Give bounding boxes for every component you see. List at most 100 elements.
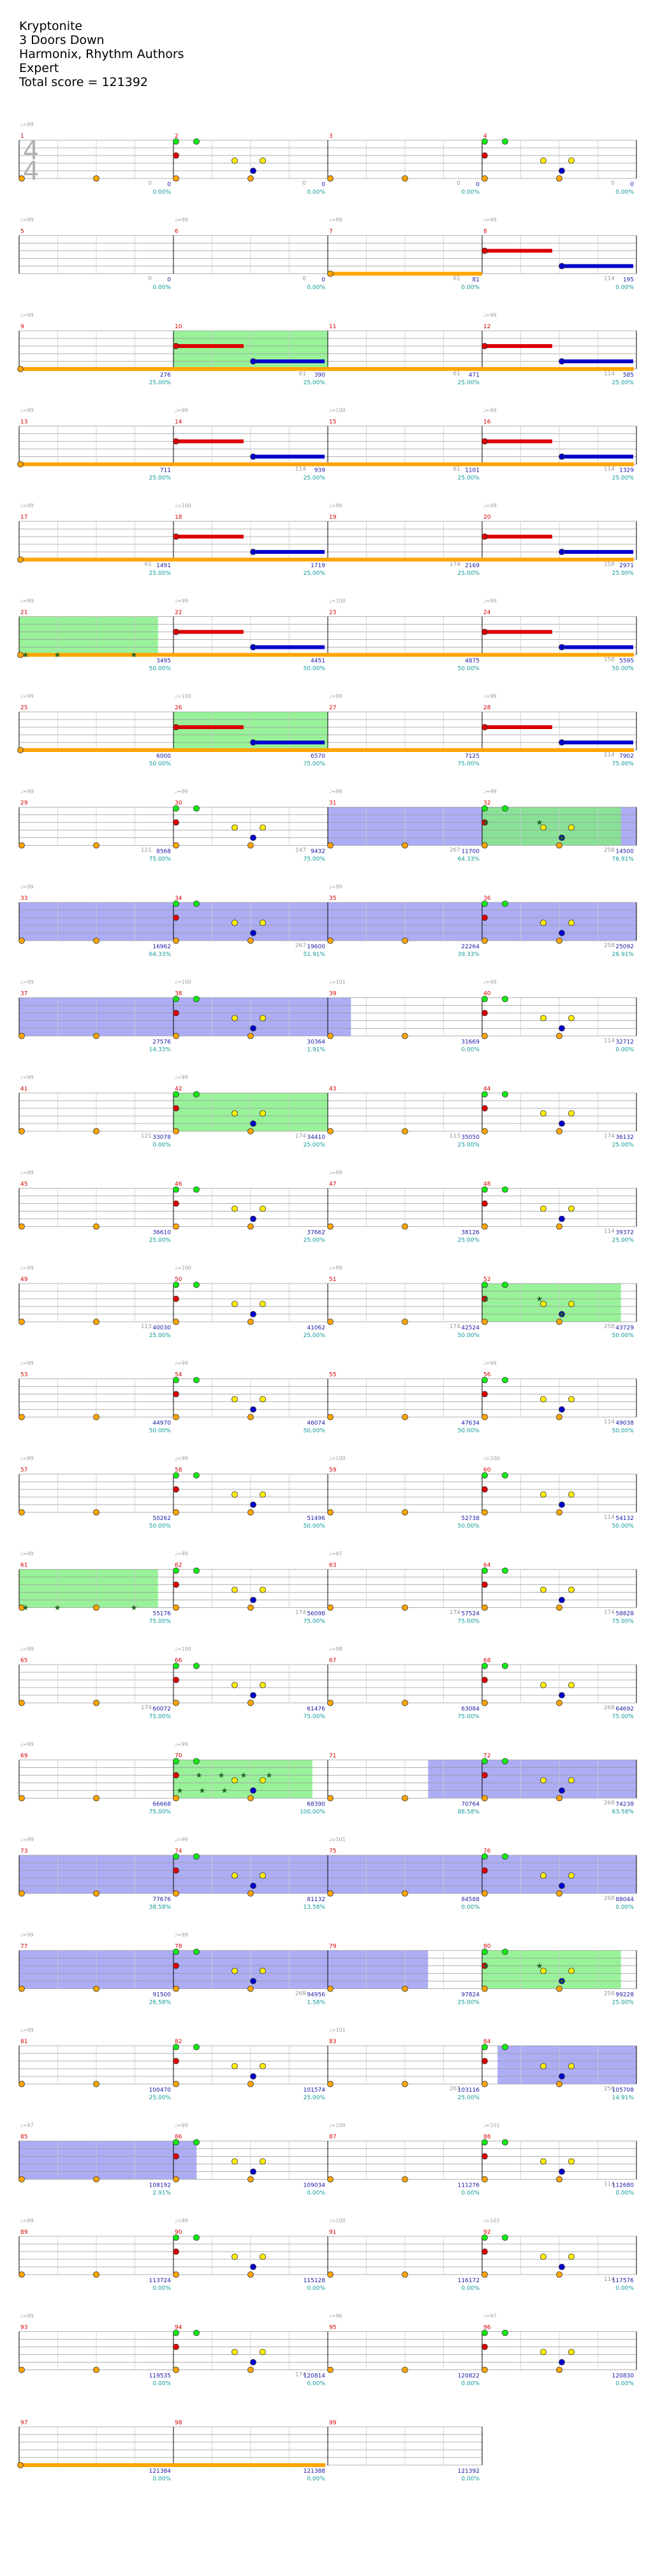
note-green [173, 1758, 179, 1765]
note-orange [556, 1890, 562, 1897]
note-green [502, 2044, 508, 2050]
overdrive-percent: 0.00% [615, 189, 634, 196]
note-orange [556, 1985, 562, 1992]
note-blue [250, 2264, 256, 2270]
streak-count: 258 [604, 2086, 615, 2092]
measure-score: 33078 [152, 1134, 171, 1141]
measure-number: 93 [20, 2325, 27, 2331]
note-yellow [231, 2063, 238, 2069]
measure-score: 66668 [152, 1802, 171, 1808]
measure-number: 64 [483, 1563, 491, 1569]
note-green [173, 1377, 179, 1384]
note-yellow [231, 824, 238, 831]
note-yellow [231, 1396, 238, 1403]
note-blue [250, 1025, 256, 1032]
measure-score: 9432 [311, 849, 325, 855]
tempo-marker: ♩=99 [329, 789, 342, 795]
note-green [193, 1663, 200, 1669]
note-orange [93, 937, 99, 944]
overdrive-percent: 50.00% [149, 761, 172, 767]
note-yellow [540, 1586, 547, 1593]
overdrive-phrase [482, 807, 621, 846]
note-orange [556, 1795, 562, 1802]
note-yellow [231, 1301, 238, 1307]
measure-score: 50262 [152, 1516, 171, 1522]
note-orange [18, 2176, 25, 2183]
solo-section [19, 997, 351, 1036]
note-orange [327, 1128, 334, 1134]
note-green [502, 995, 508, 1002]
note-orange [481, 1890, 488, 1897]
note-yellow [260, 2158, 266, 2165]
overdrive-percent: 75.00% [149, 1809, 172, 1816]
note-yellow [260, 1301, 266, 1307]
sustain-blue [562, 359, 633, 363]
sustain-blue [562, 454, 633, 459]
note-yellow [568, 2348, 575, 2355]
measure-number: 71 [329, 1753, 336, 1760]
note-orange [173, 1414, 179, 1421]
song-header: Kryptonite 3 Doors Down Harmonix, Rhythm… [19, 19, 184, 89]
streak-count: 114 [604, 276, 615, 282]
note-orange [247, 1032, 254, 1039]
note-green [481, 2329, 488, 2336]
note-orange [327, 270, 334, 277]
note-red [173, 1581, 179, 1588]
tempo-marker: ♩=99 [175, 217, 188, 223]
measure-score: 19600 [307, 944, 325, 950]
measure-score: 40030 [152, 1325, 171, 1331]
tempo-marker: ♩=99 [175, 1361, 188, 1366]
note-yellow [568, 1491, 575, 1498]
note-yellow [260, 1777, 266, 1784]
measure-number: 69 [20, 1753, 28, 1760]
measure-number: 31 [329, 800, 336, 807]
note-orange [481, 2366, 488, 2373]
note-orange [402, 2271, 408, 2278]
measure-number: 19 [329, 514, 337, 521]
note-yellow [540, 1682, 547, 1688]
measure-number: 45 [20, 1182, 27, 1188]
overdrive-percent: 25.00% [612, 380, 635, 386]
note-orange [402, 1604, 408, 1611]
overdrive-percent: 50.00% [304, 666, 326, 672]
note-orange [18, 2271, 25, 2278]
note-red [173, 2058, 179, 2064]
measure-score: 11700 [461, 849, 480, 855]
star-note: ★ [536, 1962, 543, 1971]
measure-number: 68 [483, 1658, 491, 1664]
tempo-marker: ♩=97 [20, 2123, 34, 2129]
overdrive-percent: 25.00% [149, 2095, 172, 2101]
tempo-marker: ♩=99 [175, 1837, 188, 1842]
overdrive-percent: 25.00% [304, 2095, 326, 2101]
star-note: ★ [240, 1771, 247, 1780]
measure-score: 31669 [461, 1039, 480, 1046]
tempo-marker: ♩=99 [175, 789, 188, 795]
measure-number: 84 [483, 2039, 491, 2045]
note-yellow [231, 157, 238, 164]
note-orange [247, 175, 254, 182]
note-green [502, 2139, 508, 2146]
note-yellow [231, 1967, 238, 1974]
note-green [502, 1186, 508, 1193]
streak-count: 61 [453, 276, 460, 282]
measure-number: 56 [483, 1372, 491, 1378]
note-yellow [231, 1491, 238, 1498]
measure-score: 4451 [311, 658, 325, 665]
measure-number: 43 [329, 1086, 336, 1092]
overdrive-percent: 0.00% [307, 2285, 325, 2292]
note-orange [402, 1414, 408, 1421]
sustain-red [176, 725, 244, 729]
measure-score: 0 [630, 182, 634, 188]
overdrive-percent: 1.58% [307, 2000, 325, 2006]
note-orange [481, 1700, 488, 1706]
measure-number: 50 [175, 1277, 182, 1283]
note-red [481, 2248, 488, 2255]
overdrive-percent: 0.00% [461, 2381, 480, 2387]
overdrive-phrase [482, 1950, 621, 1989]
overdrive-percent: 75.00% [612, 1714, 635, 1720]
tempo-marker: ♩=99 [20, 1551, 34, 1557]
star-note: ★ [54, 651, 61, 660]
note-yellow [260, 1491, 266, 1498]
star-note: ★ [536, 1294, 543, 1303]
measure-number: 6 [175, 229, 179, 235]
